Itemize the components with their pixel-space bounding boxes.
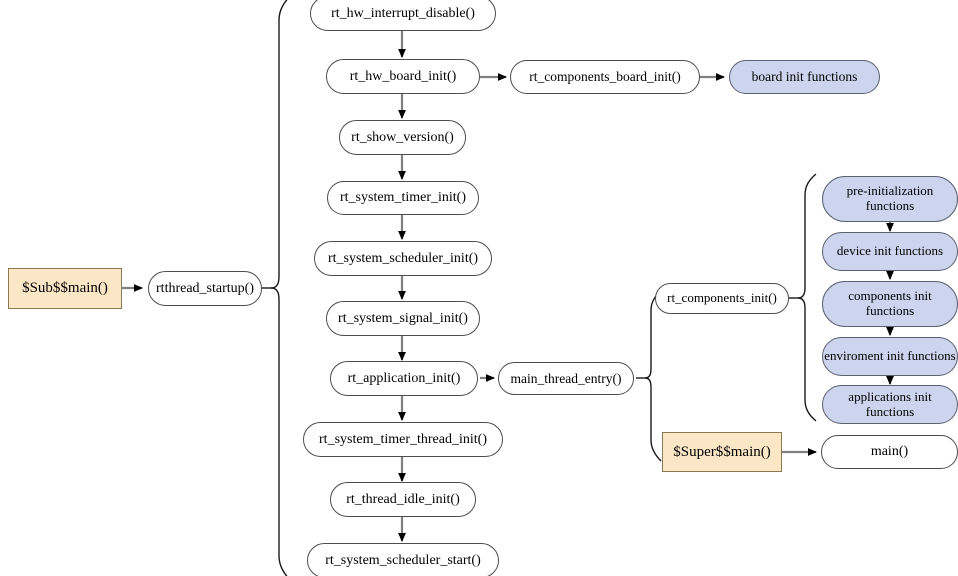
node-rt-system-signal-init[interactable]: rt_system_signal_init() (326, 301, 480, 336)
node-label: rt_system_signal_init() (338, 310, 468, 326)
node-enviroment-init-functions[interactable]: enviroment init functions (822, 337, 958, 376)
node-label: board init functions (751, 69, 858, 85)
node-label: rt_system_scheduler_init() (327, 250, 479, 266)
node-rt-components-board-init[interactable]: rt_components_board_init() (510, 60, 700, 94)
node-label: rtthread_startup() (156, 280, 254, 296)
node-pre-initialization-functions[interactable]: pre-initialization functions (822, 176, 958, 222)
node-rt-application-init[interactable]: rt_application_init() (330, 361, 478, 396)
node-rt-system-timer-thread-init[interactable]: rt_system_timer_thread_init() (303, 422, 503, 457)
node-label: device init functions (836, 243, 944, 259)
node-sub-main[interactable]: $Sub$$main() (8, 268, 122, 309)
node-rt-thread-idle-init[interactable]: rt_thread_idle_init() (330, 482, 476, 517)
node-rt-system-scheduler-start[interactable]: rt_system_scheduler_start() (307, 543, 499, 576)
node-label: rt_hw_interrupt_disable() (331, 5, 475, 21)
node-label: rt_show_version() (351, 129, 454, 145)
node-applications-init-functions[interactable]: applications init functions (822, 385, 958, 424)
node-label: main() (870, 444, 909, 460)
node-label: rt_hw_board_init() (349, 68, 457, 84)
node-rt-show-version[interactable]: rt_show_version() (339, 120, 466, 155)
node-label: rt_components_init() (667, 290, 777, 306)
node-label: rt_components_board_init() (529, 69, 681, 85)
node-label: enviroment init functions (824, 348, 956, 364)
node-super-main[interactable]: $Super$$main() (662, 432, 782, 472)
node-device-init-functions[interactable]: device init functions (822, 232, 958, 271)
node-label: pre-initialization functions (846, 183, 934, 213)
node-rt-system-timer-init[interactable]: rt_system_timer_init() (327, 181, 479, 215)
node-main[interactable]: main() (821, 435, 958, 469)
node-label: rt_application_init() (347, 370, 461, 386)
node-label: rt_thread_idle_init() (346, 491, 460, 507)
node-label: $Sub$$main() (22, 280, 108, 297)
node-label: rt_system_timer_thread_init() (319, 431, 487, 447)
node-label: $Super$$main() (673, 443, 771, 460)
node-rtthread-startup[interactable]: rtthread_startup() (148, 271, 262, 306)
node-rt-hw-interrupt-disable[interactable]: rt_hw_interrupt_disable() (310, 0, 496, 31)
node-rt-hw-board-init[interactable]: rt_hw_board_init() (326, 59, 480, 94)
node-label: components init functions (848, 288, 932, 318)
node-label: applications init functions (848, 388, 932, 419)
node-label: rt_system_timer_init() (340, 190, 466, 206)
node-label: rt_system_scheduler_start() (325, 552, 481, 568)
node-rt-components-init[interactable]: rt_components_init() (655, 283, 789, 314)
node-main-thread-entry[interactable]: main_thread_entry() (498, 362, 634, 395)
node-board-init-functions[interactable]: board init functions (729, 60, 880, 94)
node-components-init-functions[interactable]: components init functions (822, 281, 958, 327)
node-rt-system-scheduler-init[interactable]: rt_system_scheduler_init() (314, 241, 492, 276)
node-label: main_thread_entry() (510, 370, 622, 386)
